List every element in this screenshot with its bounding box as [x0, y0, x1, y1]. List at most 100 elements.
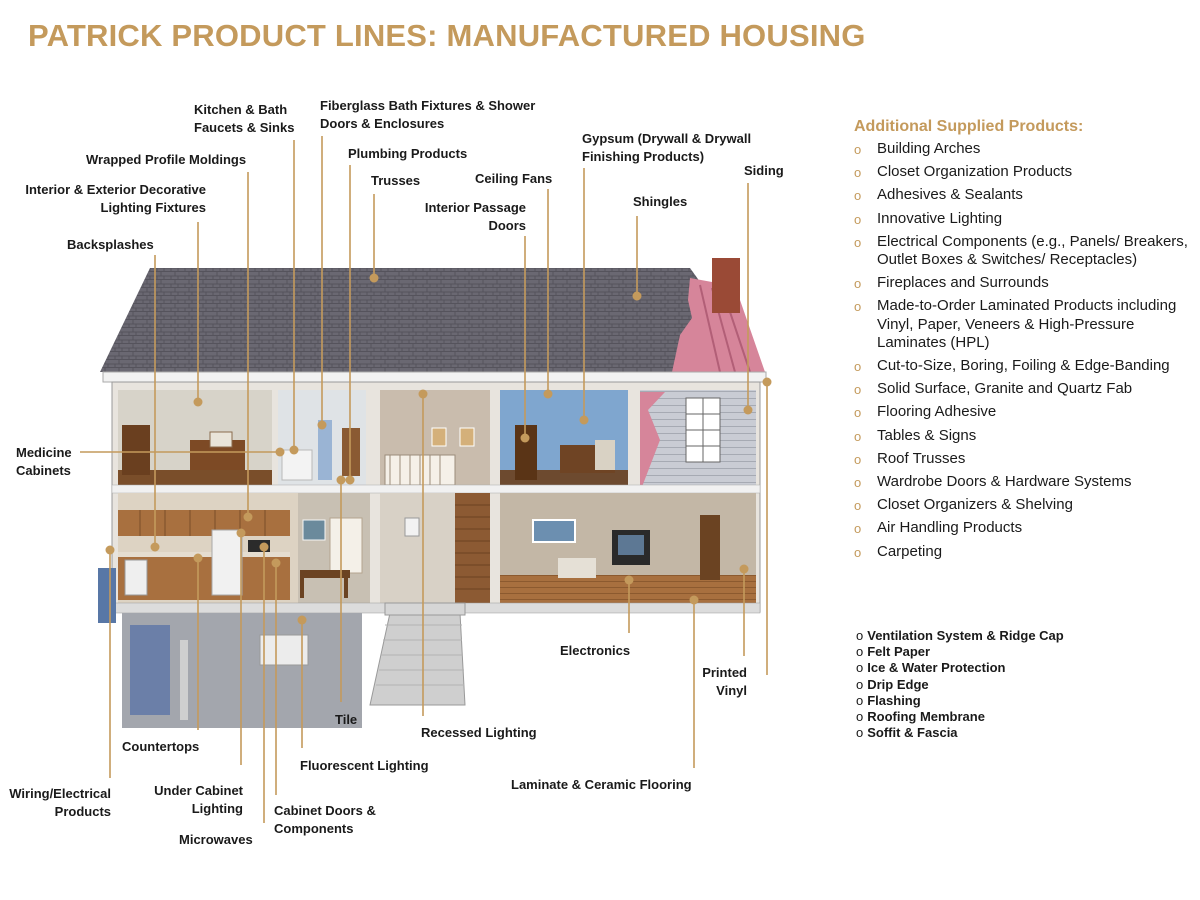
label-line: Under Cabinet: [154, 783, 243, 798]
leader-electronics-dot: [624, 575, 634, 585]
label-interior-passage-doors: Interior Passage Doors: [415, 199, 526, 235]
leader-tile-dot: [336, 475, 346, 485]
label-recessed-lighting: Recessed Lighting: [421, 725, 537, 740]
label-line: Lighting Fixtures: [100, 200, 206, 215]
label-kitchen-bath-faucets: Kitchen & Bath Faucets & Sinks: [194, 101, 294, 137]
label-line: Cabinet Doors &: [274, 803, 376, 818]
leader-cabinet-doors-dot: [271, 558, 281, 568]
label-backsplashes: Backsplashes: [67, 237, 154, 252]
label-siding: Siding: [744, 163, 784, 178]
label-line: Cabinets: [16, 463, 71, 478]
leader-gypsum-dot: [579, 415, 589, 425]
bullet-icon: o: [854, 359, 862, 375]
sidebar-item-label: Electrical Components (e.g., Panels/ Bre…: [877, 232, 1188, 269]
sidebar-item-label: Made-to-Order Laminated Products includi…: [877, 297, 1177, 351]
label-line: Printed: [702, 665, 747, 680]
roofing-item-label: Flashing: [867, 692, 921, 708]
bullet-icon: o: [856, 660, 864, 676]
page-title: PATRICK PRODUCT LINES: MANUFACTURED HOUS…: [28, 18, 866, 53]
bullet-icon: o: [856, 676, 864, 692]
leader-trusses-dot: [369, 273, 379, 283]
bullet-icon: o: [854, 211, 862, 227]
roofing-item-label: Soffit & Fascia: [867, 725, 958, 741]
label-fluorescent-lighting: Fluorescent Lighting: [300, 758, 429, 773]
label-line: Components: [274, 821, 354, 836]
leader-shingles-dot: [632, 291, 642, 301]
bullet-icon: o: [854, 405, 862, 421]
roofing-item-label: Felt Paper: [867, 644, 931, 660]
sidebar-item-label: Air Handling Products: [877, 519, 1023, 537]
label-line: Doors: [488, 218, 526, 233]
label-line: Medicine: [16, 445, 72, 460]
label-line: Wiring/Electrical: [9, 786, 111, 801]
label-interior-exterior-lighting: Interior & Exterior Decorative Lighting …: [14, 181, 206, 217]
leader-laminate-ceramic-dot: [689, 595, 699, 605]
bullet-icon: o: [854, 475, 862, 491]
bullet-icon: o: [854, 188, 862, 204]
sidebar-item-label: Closet Organizers & Shelving: [877, 496, 1073, 514]
sidebar-item-label: Cut-to-Size, Boring, Foiling & Edge-Band…: [877, 357, 1170, 375]
sidebar-item-label: Tables & Signs: [877, 426, 977, 444]
sidebar-item: o Air Handling Products: [854, 519, 1194, 537]
sidebar-item-label: Adhesives & Sealants: [877, 186, 1023, 204]
bullet-icon: o: [856, 725, 864, 741]
label-line: Kitchen & Bath: [194, 102, 288, 117]
leader-plumbing-dot: [345, 475, 355, 485]
leader-wiring-electrical-dot: [105, 545, 115, 555]
sidebar-item-label: Innovative Lighting: [877, 209, 1003, 227]
leader-printed-vinyl-dot: [739, 564, 749, 574]
label-countertops: Countertops: [122, 739, 200, 754]
label-line: Interior & Exterior Decorative: [25, 182, 206, 197]
label-ceiling-fans: Ceiling Fans: [475, 171, 553, 186]
bullet-icon: o: [854, 451, 862, 467]
label-line: Products: [54, 804, 111, 819]
label-line: Lighting: [191, 801, 243, 816]
leader-wrapped-profile-dot: [243, 512, 253, 522]
bullet-icon: o: [856, 709, 864, 725]
sidebar-item: o Cut-to-Size, Boring, Foiling & Edge-Ban…: [854, 357, 1194, 375]
bullet-icon: o: [854, 428, 862, 444]
sidebar-item-label: Wardrobe Doors & Hardware Systems: [877, 473, 1132, 491]
label-wrapped-profile: Wrapped Profile Moldings: [86, 152, 247, 167]
sidebar-item: o Tables & Signs: [854, 427, 1194, 445]
house-cutaway-illustration: [80, 136, 772, 823]
roofing-item-label: Roofing Membrane: [867, 709, 985, 725]
leader-backsplashes-dot: [150, 542, 160, 552]
sidebar-item: o Closet Organization Products: [854, 163, 1194, 181]
bullet-icon: o: [854, 165, 862, 181]
label-trusses: Trusses: [371, 173, 421, 188]
label-line: Finishing Products): [582, 149, 705, 164]
sidebar-item-label: Closet Organization Products: [877, 163, 1073, 181]
label-under-cabinet: Under Cabinet Lighting: [140, 782, 243, 818]
leader-soffit-dot: [762, 377, 772, 387]
leader-fluorescent-lighting-dot: [297, 615, 307, 625]
bullet-icon: o: [856, 692, 864, 708]
leader-microwaves-dot: [259, 542, 269, 552]
bullet-icon: o: [856, 628, 864, 643]
sidebar-item: o Wardrobe Doors & Hardware Systems: [854, 473, 1194, 491]
leader-under-cabinet-dot: [236, 528, 246, 538]
label-cabinet-doors: Cabinet Doors & Components: [274, 802, 376, 838]
leader-recessed-lighting-dot: [418, 389, 428, 399]
leader-siding-dot: [743, 405, 753, 415]
bullet-icon: o: [854, 521, 862, 537]
label-electronics: Electronics: [560, 643, 631, 658]
label-line: Interior Passage: [424, 200, 526, 215]
sidebar-item: o Innovative Lighting: [854, 210, 1194, 228]
label-laminate-ceramic: Laminate & Ceramic Flooring: [511, 777, 692, 792]
label-gypsum: Gypsum (Drywall & Drywall Finishing Prod…: [582, 130, 751, 166]
